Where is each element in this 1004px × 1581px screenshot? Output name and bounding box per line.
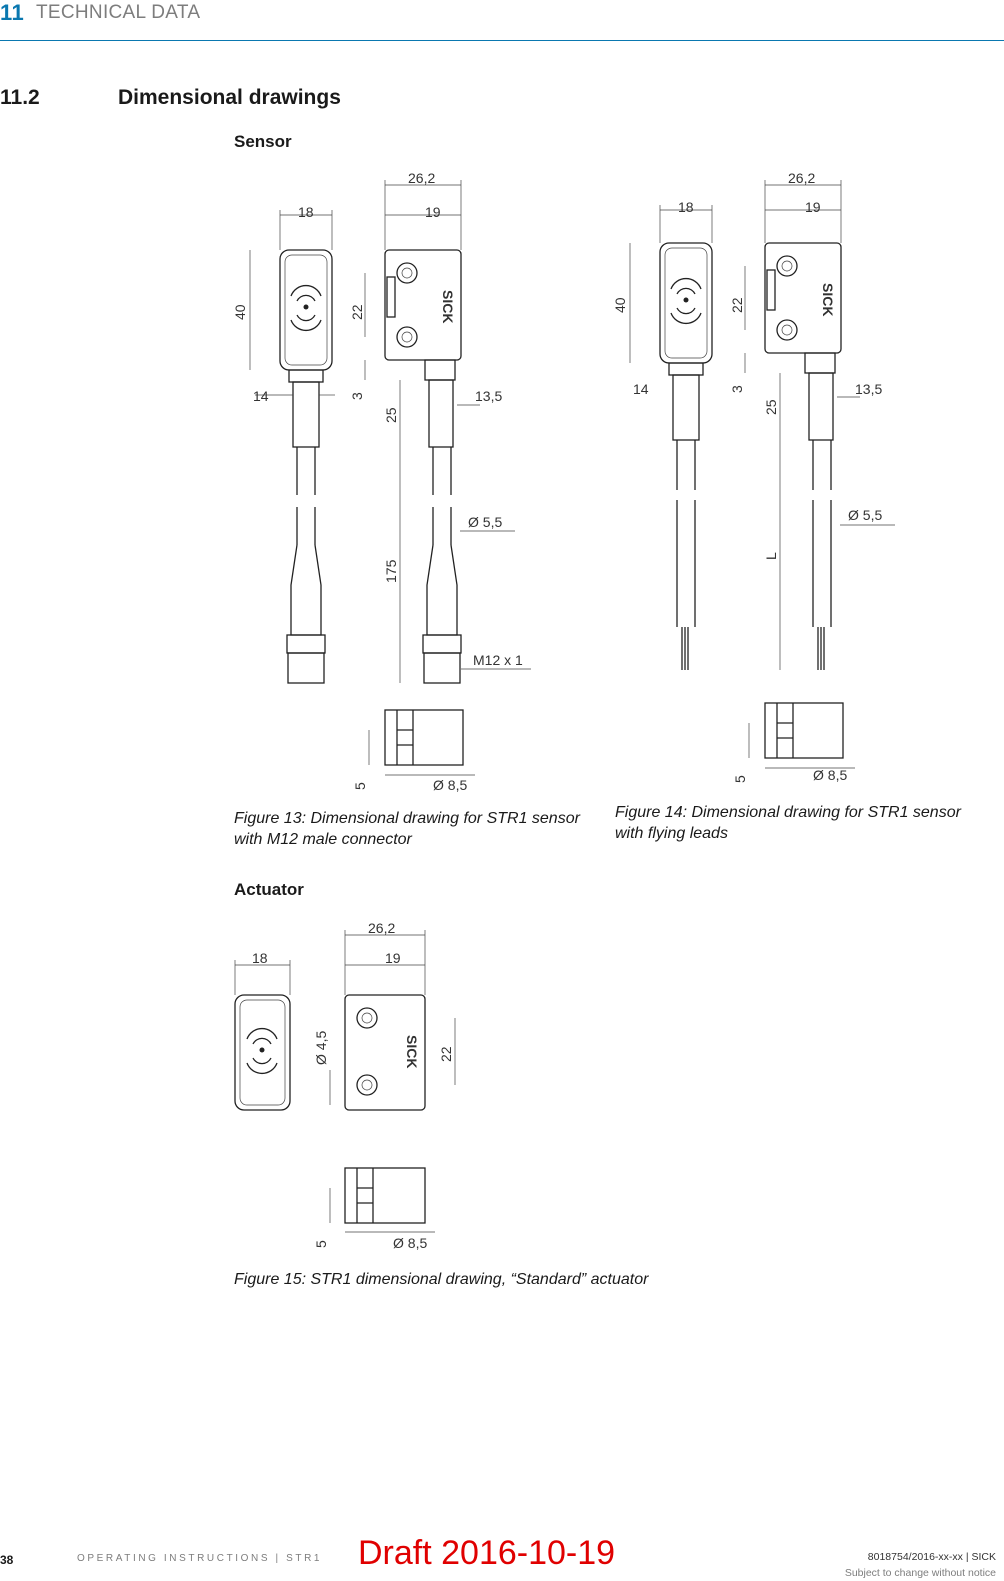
figure-13-drawing: SICK 26,2 18 19 40 22 3 14 13,5 25 175 Ø… [232,170,531,793]
dim-cable-dia: Ø 5,5 [468,514,502,530]
caption-line: with M12 male connector [234,831,412,848]
dim-height: 40 [232,304,248,320]
document-id: 8018754/2016-xx-xx | SICK [867,1551,996,1563]
dim-side-width: 19 [385,950,401,966]
dim-gland-length: 25 [383,407,399,423]
dim-hole-spacing: 22 [349,304,365,320]
section-title: Dimensional drawings [118,86,341,109]
sick-logo-text: SICK [820,283,836,316]
dim-bottom-height: 5 [313,1240,329,1248]
dim-hole-spacing: 22 [438,1046,454,1062]
dim-cable-length: 175 [383,559,399,583]
chapter-title: TECHNICAL DATA [36,2,201,23]
caption-line: Figure 14: Dimensional drawing for STR1 … [615,804,961,821]
sensor-heading: Sensor [234,132,292,151]
caption-line: with flying leads [615,825,728,842]
dim-width-total: 26,2 [788,170,815,186]
dim-width-total: 26,2 [368,920,395,936]
actuator-heading: Actuator [234,880,304,899]
sick-logo-text: SICK [440,290,456,323]
figure-15-drawing: SICK 26,2 18 19 Ø 4,5 22 5 Ø 8,5 [234,920,456,1251]
dim-front-width: 18 [298,204,314,220]
figure-14-drawing: SICK 26,2 18 19 40 22 3 14 13,5 25 L Ø 5… [612,170,895,783]
chapter-number: 11 [0,0,25,25]
dim-hole-dia: Ø 8,5 [433,777,467,793]
dim-side-width: 19 [425,204,441,220]
sick-logo-text: SICK [404,1035,420,1068]
dim-front-width: 18 [252,950,268,966]
dim-connector: M12 x 1 [473,652,523,668]
dim-cable-length: L [763,552,779,560]
dim-width-total: 26,2 [408,170,435,186]
dim-hole-dia-small: Ø 4,5 [313,1031,329,1065]
dim-cable-gland: 14 [633,381,649,397]
figure-14-caption: Figure 14: Dimensional drawing for STR1 … [615,802,961,844]
dim-cable-dia: Ø 5,5 [848,507,882,523]
dim-cable-gland-side: 13,5 [475,388,502,404]
dim-hole-dia: Ø 8,5 [393,1235,427,1251]
dim-front-width: 18 [678,199,694,215]
caption-line: Figure 13: Dimensional drawing for STR1 … [234,810,580,827]
document-title: OPERATING INSTRUCTIONS | STR1 [77,1553,323,1564]
draft-watermark: Draft 2016-10-19 [358,1534,616,1572]
dim-gland-length: 25 [763,399,779,415]
dim-cable-gland: 14 [253,388,269,404]
dim-bottom-height: 5 [732,775,748,783]
dim-cable-gland-side: 13,5 [855,381,882,397]
dim-height: 40 [612,297,628,313]
dim-hole-dia: Ø 8,5 [813,767,847,783]
header-rule [0,40,1004,41]
dim-hole-spacing: 22 [729,297,745,313]
change-notice: Subject to change without notice [844,1567,996,1579]
dim-offset: 3 [729,385,745,393]
section-number: 11.2 [0,86,40,109]
dim-offset: 3 [349,392,365,400]
dim-bottom-height: 5 [352,782,368,790]
page-number: 38 [0,1553,14,1567]
dim-side-width: 19 [805,199,821,215]
figure-15-caption: Figure 15: STR1 dimensional drawing, “St… [234,1271,649,1288]
figure-13-caption: Figure 13: Dimensional drawing for STR1 … [234,808,580,850]
